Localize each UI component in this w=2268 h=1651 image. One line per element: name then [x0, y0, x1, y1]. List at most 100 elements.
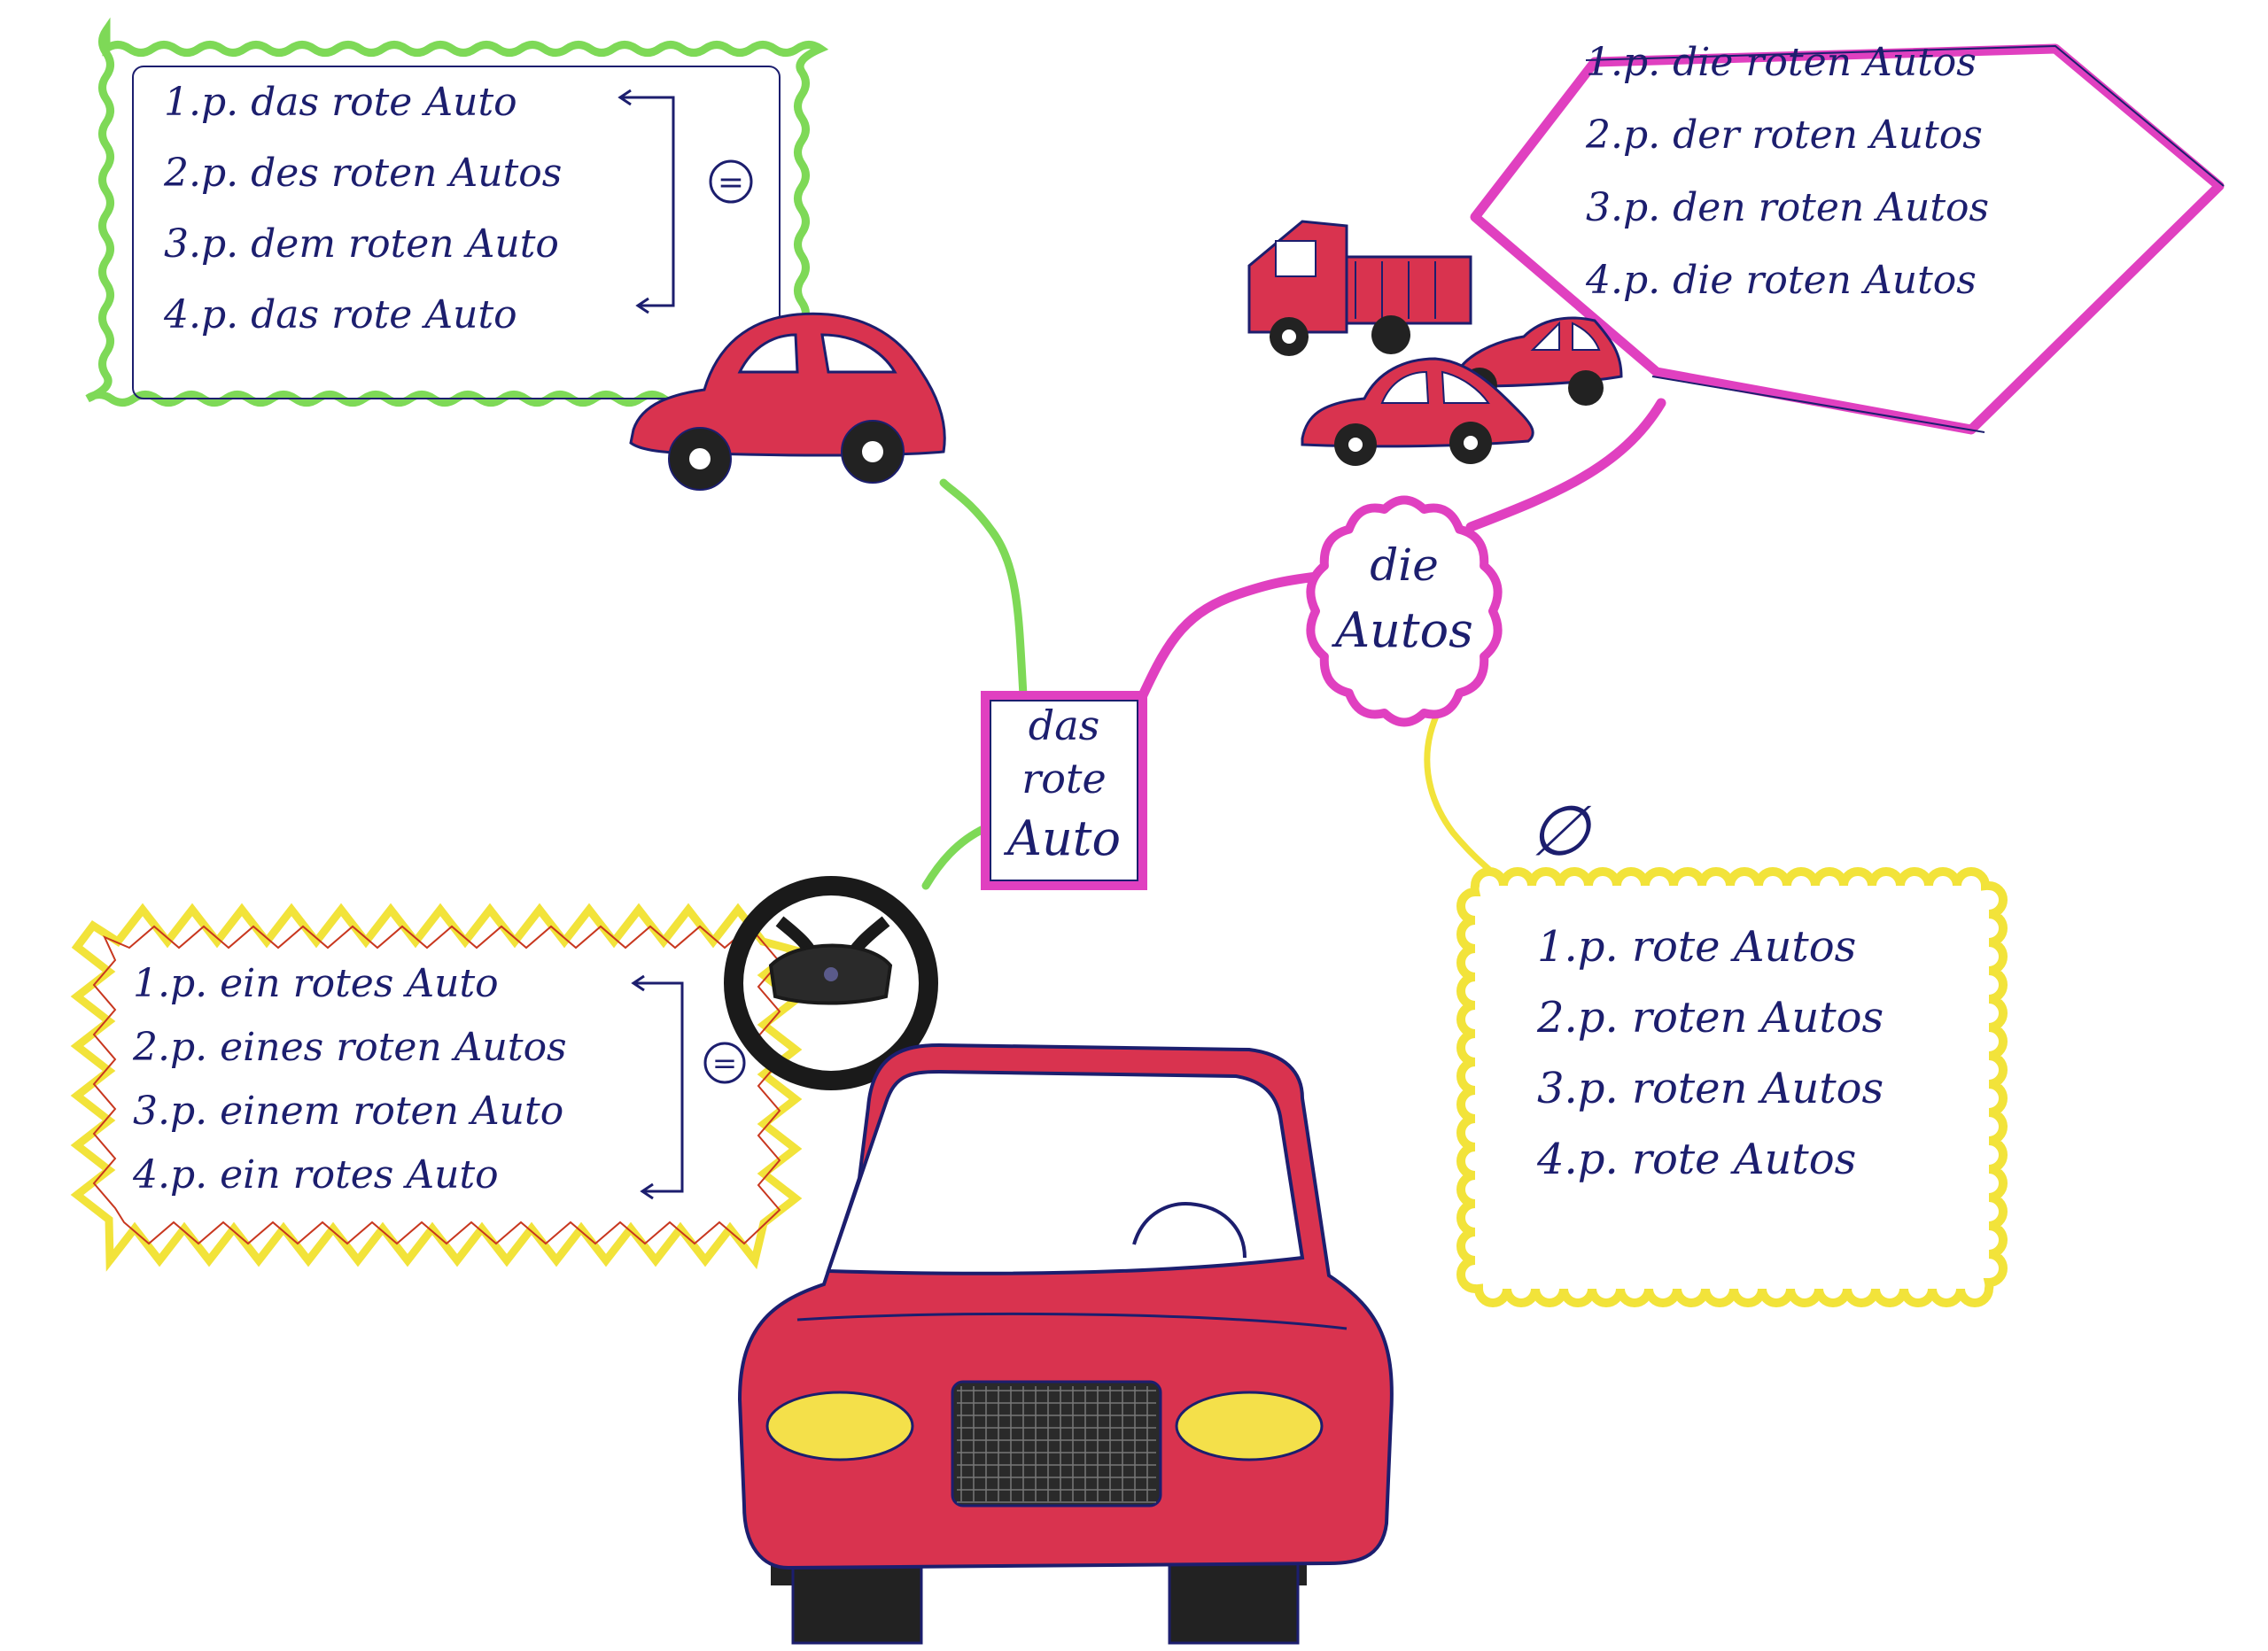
row-adjective: roten	[1746, 185, 1865, 230]
definite-plural-row: 2.p. der roten Autos	[1585, 112, 1983, 158]
row-noun: Autos	[1858, 112, 1983, 158]
equal-forms-bracket-lower	[633, 981, 684, 1193]
equal-forms-bracket	[620, 96, 675, 307]
equals-circle-top	[709, 159, 753, 204]
row-article: den	[1660, 185, 1746, 230]
row-article: das	[238, 80, 319, 125]
row-case: 4.p.	[132, 1152, 207, 1198]
equals-sign-top: =	[718, 165, 744, 201]
row-case: 2.p.	[1585, 112, 1660, 158]
red-truck-icon	[1247, 220, 1472, 356]
windshield	[826, 1069, 1305, 1275]
row-noun: Auto	[412, 292, 517, 337]
row-adjective: rotes	[281, 1152, 394, 1198]
row-noun: Auto	[393, 1152, 498, 1198]
center-line-3: Auto	[1003, 810, 1121, 866]
plural-node-cloud	[1306, 495, 1503, 727]
center-node: das rote Auto	[981, 691, 1147, 890]
row-adjective: roten	[1619, 993, 1748, 1043]
red-car-front-icon	[737, 1043, 1394, 1645]
red-small-car-front-icon	[1301, 357, 1534, 466]
row-adjective: rotes	[281, 961, 394, 1006]
definite-singular-row: 4.p. das rote Auto	[163, 292, 517, 337]
equals-circle-bottom	[703, 1042, 746, 1084]
front-tire-right	[1168, 1557, 1300, 1645]
row-adjective: rote	[319, 80, 412, 125]
row-case: 2.p.	[132, 1025, 207, 1070]
row-noun: Autos	[1748, 993, 1884, 1043]
definite-singular-row: 1.p. das rote Auto	[164, 80, 517, 125]
row-noun: Autos	[1720, 922, 1857, 972]
definite-plural-row: 3.p. den roten Autos	[1586, 185, 1989, 230]
row-noun: Auto	[454, 221, 559, 267]
row-case: 4.p.	[1536, 1135, 1619, 1184]
row-case: 3.p.	[1537, 1064, 1619, 1113]
plural-node-line-1: die	[1370, 539, 1439, 591]
headlight-right	[1175, 1391, 1324, 1461]
no-article-plural-row: 4.p. rote Autos	[1536, 1135, 1856, 1184]
row-case: 4.p.	[1585, 258, 1660, 303]
row-case: 2.p.	[1536, 993, 1619, 1043]
indefinite-singular-row: 4.p. ein rotes Auto	[132, 1152, 499, 1198]
row-article: des	[238, 151, 319, 196]
row-noun: Autos	[1852, 40, 1977, 85]
indefinite-singular-border	[70, 903, 804, 1272]
row-adjective: roten	[323, 1025, 442, 1070]
center-line-2: rote	[1021, 755, 1106, 802]
row-article: der	[1660, 112, 1742, 158]
row-article: dem	[238, 221, 336, 267]
equals-sign-bottom: =	[712, 1046, 738, 1081]
row-article: ein	[207, 1152, 280, 1198]
plural-node: die Autos	[1306, 495, 1503, 727]
row-adjective: rote	[319, 292, 412, 337]
row-article: die	[1660, 258, 1733, 303]
front-tire-left	[791, 1557, 923, 1645]
row-article: die	[1660, 40, 1733, 85]
definite-singular-box: 1.p. das rote Auto 2.p. des roten Autos 3.…	[85, 17, 829, 426]
row-noun: Autos	[1720, 1135, 1857, 1184]
row-case: 3.p.	[1586, 185, 1660, 230]
row-case: 1.p.	[1537, 922, 1619, 972]
row-adjective: roten	[1733, 258, 1852, 303]
connector-center-to-top-car	[939, 478, 1028, 700]
row-article: einem	[207, 1089, 340, 1134]
plural-node-line-2: Autos	[1331, 602, 1473, 658]
row-noun: Auto	[393, 961, 498, 1006]
connector-plural-node-to-plural-box	[1465, 398, 1666, 532]
row-adjective: roten	[340, 1089, 459, 1134]
row-adjective: roten	[336, 221, 454, 267]
red-car-side-icon	[629, 312, 946, 491]
row-adjective: rote	[1619, 1135, 1720, 1184]
connector-plural-node-to-no-article-box	[1424, 705, 1501, 880]
row-case: 1.p.	[1586, 40, 1660, 85]
definite-singular-row: 3.p. dem roten Auto	[164, 221, 559, 267]
radiator-grille	[951, 1380, 1162, 1508]
connector-center-to-steering-wheel	[921, 824, 990, 890]
row-noun: Auto	[459, 1089, 563, 1134]
definite-plural-row: 1.p. die roten Autos	[1586, 40, 1977, 85]
row-noun: Auto	[412, 80, 517, 125]
row-adjective: roten	[1619, 1064, 1748, 1113]
row-case: 1.p.	[164, 80, 238, 125]
row-article: ein	[207, 961, 280, 1006]
no-article-plural-row: 3.p. roten Autos	[1537, 1064, 1884, 1113]
indefinite-singular-box: 1.p. ein rotes Auto 2.p. eines roten Auto…	[70, 903, 804, 1272]
row-article: das	[238, 292, 319, 337]
no-article-plural-border	[1456, 867, 2008, 1307]
indefinite-singular-row: 2.p. eines roten Autos	[132, 1025, 567, 1070]
interior-wheel	[1132, 1202, 1247, 1259]
row-adjective: roten	[1733, 40, 1852, 85]
row-adjective: roten	[319, 151, 438, 196]
definite-singular-row: 2.p. des roten Autos	[163, 151, 562, 196]
row-case: 2.p.	[163, 151, 238, 196]
row-noun: Autos	[438, 151, 563, 196]
row-adjective: rote	[1619, 922, 1720, 972]
indefinite-singular-row: 3.p. einem roten Auto	[133, 1089, 563, 1134]
connector-center-to-plural-node	[1138, 570, 1330, 701]
indefinite-singular-row: 1.p. ein rotes Auto	[133, 961, 499, 1006]
row-article: eines	[207, 1025, 323, 1070]
no-article-plural-row: 2.p. roten Autos	[1536, 993, 1884, 1043]
